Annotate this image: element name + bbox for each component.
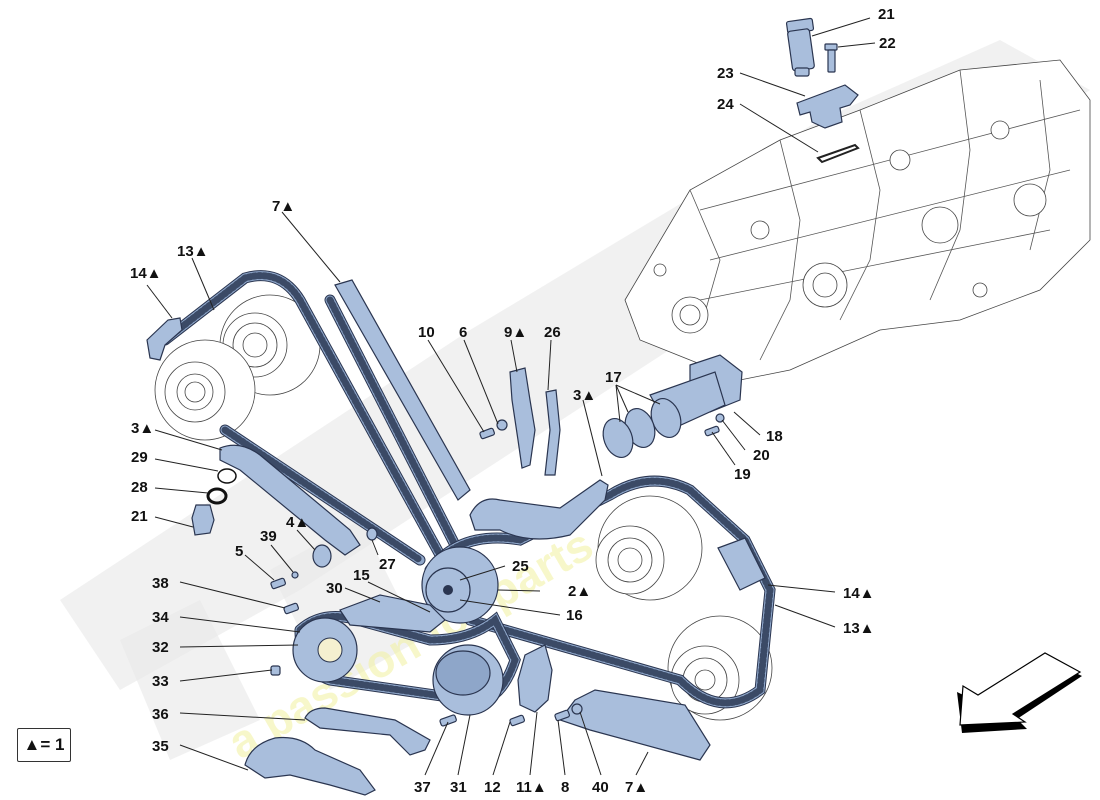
label-10: 10	[418, 324, 435, 341]
legend-quantity-key: ▲= 1	[17, 728, 71, 762]
label-25: 25	[512, 558, 529, 575]
chain-guide-7-top	[334, 279, 471, 501]
washer-27	[366, 527, 378, 541]
chain-guide-3-right	[469, 479, 609, 540]
label-13-top: 13▲	[177, 243, 209, 260]
tensioner-14-right	[717, 537, 766, 591]
label-4: 4▲	[286, 514, 309, 531]
label-18: 18	[766, 428, 783, 445]
label-17: 17	[605, 369, 622, 386]
label-30: 30	[326, 580, 343, 597]
label-8: 8	[561, 779, 569, 796]
label-20: 20	[753, 447, 770, 464]
timing-chains	[159, 270, 776, 709]
guide-26	[544, 389, 561, 476]
label-39: 39	[260, 528, 277, 545]
chain-guide-3-left	[219, 444, 361, 556]
label-22: 22	[879, 35, 896, 52]
label-19: 19	[734, 466, 751, 483]
guide-36	[304, 707, 431, 756]
guide-11	[517, 644, 553, 713]
label-32: 32	[152, 639, 169, 656]
guide-35	[244, 736, 376, 796]
label-38: 38	[152, 575, 169, 592]
tensioner-arm-9	[509, 367, 536, 469]
label-36: 36	[152, 706, 169, 723]
label-9: 9▲	[504, 324, 527, 341]
camshaft-sprockets-upper-left	[154, 294, 321, 441]
label-24: 24	[717, 96, 734, 113]
label-29: 29	[131, 449, 148, 466]
label-28: 28	[131, 479, 148, 496]
label-6: 6	[459, 324, 467, 341]
label-27: 27	[379, 556, 396, 573]
crankshaft-sprocket-2	[421, 546, 499, 624]
label-37: 37	[414, 779, 431, 796]
label-3-left: 3▲	[131, 420, 154, 437]
label-23: 23	[717, 65, 734, 82]
label-15: 15	[353, 567, 370, 584]
o-ring-28	[206, 487, 228, 505]
label-34: 34	[152, 609, 169, 626]
o-ring-29	[217, 468, 237, 484]
tensioner-17-18	[602, 354, 743, 458]
label-35: 35	[152, 738, 169, 755]
label-21-left: 21	[131, 508, 148, 525]
tensioner-14-left	[146, 317, 183, 361]
label-7-bottom: 7▲	[625, 779, 648, 796]
label-3-right: 3▲	[573, 387, 596, 404]
label-33: 33	[152, 673, 169, 690]
intermediate-gear-31	[432, 644, 504, 716]
bolt-22	[824, 43, 838, 73]
tensioner-guide-30	[339, 594, 446, 633]
label-5: 5	[235, 543, 243, 560]
oil-pump-sprocket-32	[292, 617, 358, 683]
engine-block	[624, 59, 1091, 381]
plug-21-left	[191, 504, 215, 536]
tensioner-top-21	[785, 17, 815, 77]
label-13-right: 13▲	[843, 620, 875, 637]
label-14-right: 14▲	[843, 585, 875, 602]
small-fasteners	[270, 413, 725, 727]
label-11: 11▲	[516, 779, 547, 796]
label-16: 16	[566, 607, 583, 624]
label-21-top: 21	[878, 6, 895, 23]
label-31: 31	[450, 779, 467, 796]
arrow-down-left-icon	[957, 652, 1082, 733]
label-7-top: 7▲	[272, 198, 295, 215]
label-26: 26	[544, 324, 561, 341]
label-12: 12	[484, 779, 501, 796]
part-labels: 21 22 23 24 7▲ 13▲ 14▲ 10 6 9▲ 26 17 3▲ …	[130, 6, 896, 796]
label-14-top: 14▲	[130, 265, 162, 282]
leader-lines	[146, 17, 876, 776]
bracket-23	[796, 84, 859, 129]
gasket-24	[816, 143, 860, 164]
label-40: 40	[592, 779, 609, 796]
label-2: 2▲	[568, 583, 591, 600]
chain-guide-7-bottom	[559, 689, 711, 761]
bushing-4	[312, 544, 332, 568]
